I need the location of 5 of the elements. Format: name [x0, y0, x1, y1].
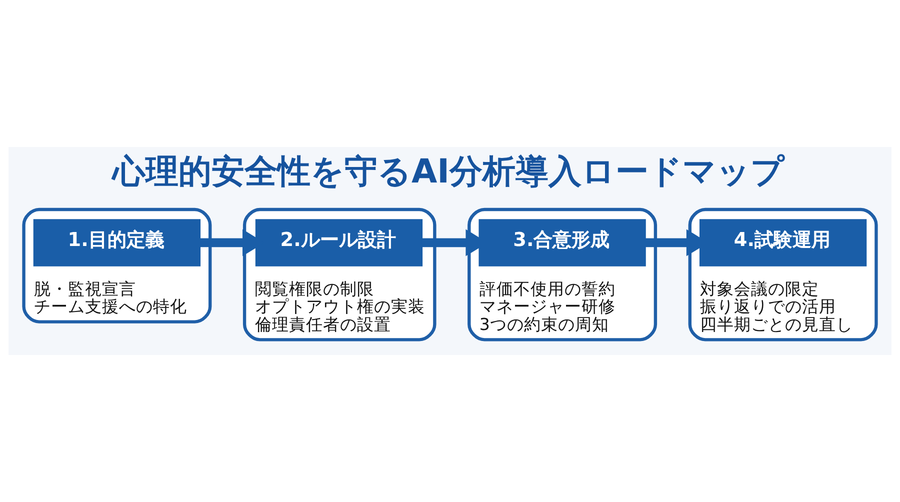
node-box: 3.合意形成 [478, 219, 646, 266]
diagram-title: 心理的安全性を守るAI分析導入ロードマップ [112, 151, 784, 190]
node-box: 1.目的定義 [33, 219, 201, 266]
node-box: 2.ルール設計 [255, 219, 423, 266]
node-box: 4.試験運用 [699, 219, 867, 266]
